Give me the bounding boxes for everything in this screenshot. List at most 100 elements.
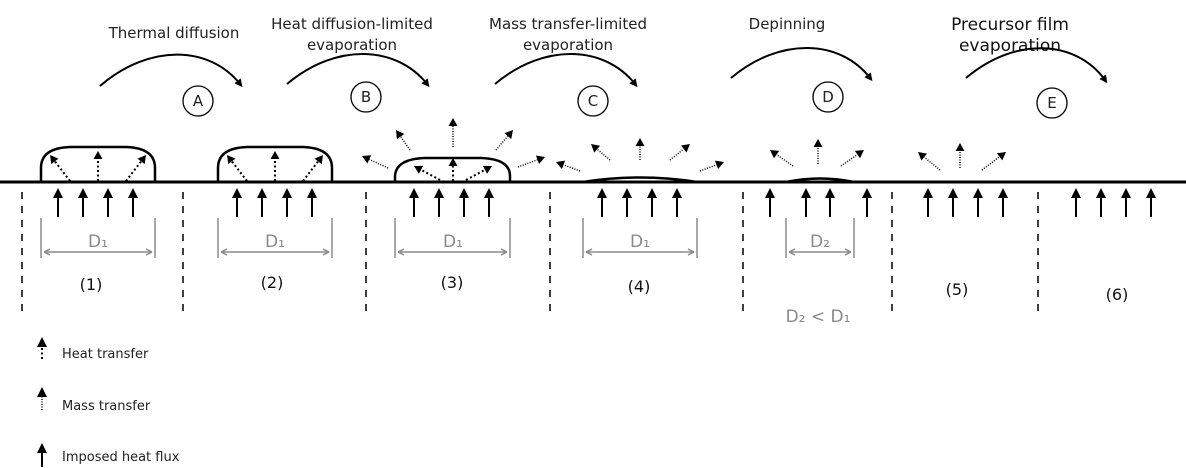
transition-e-title-line1: Precursor film (951, 15, 1069, 35)
imposed-heat-flux-arrow (1096, 188, 1106, 217)
imposed-heat-flux-arrow (232, 188, 242, 217)
mass-transfer-arrow (517, 155, 545, 168)
diameter-label-depinning: D₂ (810, 232, 830, 252)
heat-transfer-arrow (227, 155, 248, 182)
imposed-heat-flux-arrow (78, 188, 88, 217)
imposed-heat-flux-arrow (862, 188, 872, 217)
heat-transfer-arrow (448, 158, 458, 181)
heat-transfer-arrow (50, 155, 71, 182)
imposed-heat-flux-arrow (307, 188, 317, 217)
imposed-heat-flux-arrow (825, 188, 835, 217)
transition-a-marker: A (182, 85, 214, 117)
diameter-marker-stage-2 (217, 218, 333, 258)
droplet-stage-2 (216, 145, 334, 182)
heat-transfer-arrow (93, 151, 103, 181)
transition-b-title-line1: Heat diffusion-limited (271, 15, 433, 33)
transition-a-letter: A (193, 92, 204, 110)
transition-c-title-line1: Mass transfer-limited (489, 15, 647, 33)
imposed-heat-flux-arrow (1146, 188, 1156, 217)
imposed-heat-flux-arrow (282, 188, 292, 217)
diameter-label-stage-4: D₁ (630, 232, 650, 252)
transition-e-title-line2: evaporation (959, 36, 1061, 56)
mass-transfer-arrow (556, 160, 581, 172)
diameter-marker-stage-3 (394, 218, 511, 258)
transition-d-marker: D (812, 81, 844, 113)
transition-e-arrow (965, 47, 1108, 84)
imposed-heat-flux-arrow (765, 188, 775, 217)
mass-transfer-arrow (918, 152, 941, 171)
arrows-layer (50, 118, 1156, 217)
imposed-heat-flux-arrow (434, 188, 444, 217)
mass-transfer-arrow (635, 138, 645, 160)
imposed-heat-flux-arrow (409, 188, 419, 217)
transition-b-title-line2: evaporation (307, 36, 397, 54)
mass-transfer-arrow (448, 118, 458, 147)
heat-transfer-arrow (270, 151, 280, 181)
mass-transfer-arrow (669, 144, 690, 161)
stage-number-3: (3) (441, 273, 464, 292)
mass-transfer-arrow (981, 152, 1006, 171)
legend: Heat transfer Mass transfer Imposed heat… (37, 337, 180, 467)
transition-a-arrow (99, 53, 243, 88)
imposed-heat-flux-arrow (459, 188, 469, 217)
mass-transfer-arrow (955, 143, 965, 168)
legend-heat-transfer: Heat transfer (62, 347, 149, 362)
mass-transfer-icon (37, 387, 47, 410)
heat-transfer-arrow (125, 155, 146, 182)
transition-d-arrow (730, 47, 873, 82)
imposed-heat-flux-arrow (128, 188, 138, 217)
heat-transfer-arrow (465, 165, 492, 181)
transition-c-arrow (494, 53, 638, 88)
heat-transfer-arrow (302, 155, 323, 182)
heat-transfer-icon (37, 337, 47, 359)
transition-a-title: Thermal diffusion (108, 24, 240, 42)
diameter-marker-stage-4 (582, 218, 698, 258)
legend-imposed-heat-flux: Imposed heat flux (62, 450, 180, 465)
imposed-heat-flux-arrow (103, 188, 113, 217)
stage-separators (21, 192, 1039, 318)
mass-transfer-arrow (813, 139, 823, 164)
mass-transfer-arrow (770, 150, 794, 167)
mass-transfer-arrow (840, 150, 864, 167)
diameter-marker-depinning (785, 218, 855, 258)
stage-number-6: (6) (1106, 285, 1129, 304)
stage-number-2: (2) (261, 273, 284, 292)
diameter-label-stage-1: D₁ (88, 232, 108, 252)
imposed-heat-flux-arrow (948, 188, 958, 217)
droplet-stage-4 (582, 176, 698, 184)
imposed-heat-flux-arrow (484, 188, 494, 217)
imposed-heat-flux-arrow (998, 188, 1008, 217)
diameter-label-stage-2: D₁ (265, 232, 285, 252)
transition-c-title-line2: evaporation (523, 36, 613, 54)
mass-transfer-arrow (699, 160, 724, 172)
transition-e-marker: E (1036, 87, 1068, 119)
depinning-diameter-note: D₂ < D₁ (786, 307, 851, 327)
transition-e-letter: E (1047, 94, 1056, 112)
diameter-marker-stage-1 (40, 218, 156, 258)
imposed-heat-flux-icon (37, 443, 47, 467)
transition-b-arrow (286, 53, 430, 88)
droplet-stage-1 (39, 145, 157, 182)
imposed-heat-flux-arrow (672, 188, 682, 217)
diameter-label-stage-3: D₁ (443, 232, 463, 252)
stage-number-5: (5) (946, 280, 969, 299)
imposed-heat-flux-arrow (1121, 188, 1131, 217)
mass-transfer-arrow (591, 144, 611, 161)
transition-c-letter: C (588, 92, 598, 110)
heat-transfer-arrow (414, 165, 441, 181)
imposed-heat-flux-arrow (923, 188, 933, 217)
imposed-heat-flux-arrow (622, 188, 632, 217)
stage-number-4: (4) (628, 277, 651, 296)
legend-mass-transfer: Mass transfer (62, 399, 151, 414)
imposed-heat-flux-arrow (801, 188, 811, 217)
stage-number-1: (1) (80, 275, 103, 294)
imposed-heat-flux-arrow (1071, 188, 1081, 217)
transition-d-letter: D (822, 88, 834, 106)
transition-c-marker: C (577, 85, 609, 117)
imposed-heat-flux-arrow (597, 188, 607, 217)
imposed-heat-flux-arrow (257, 188, 267, 217)
transition-b-marker: B (350, 81, 382, 113)
transition-d-title: Depinning (749, 15, 826, 33)
imposed-heat-flux-arrow (647, 188, 657, 217)
